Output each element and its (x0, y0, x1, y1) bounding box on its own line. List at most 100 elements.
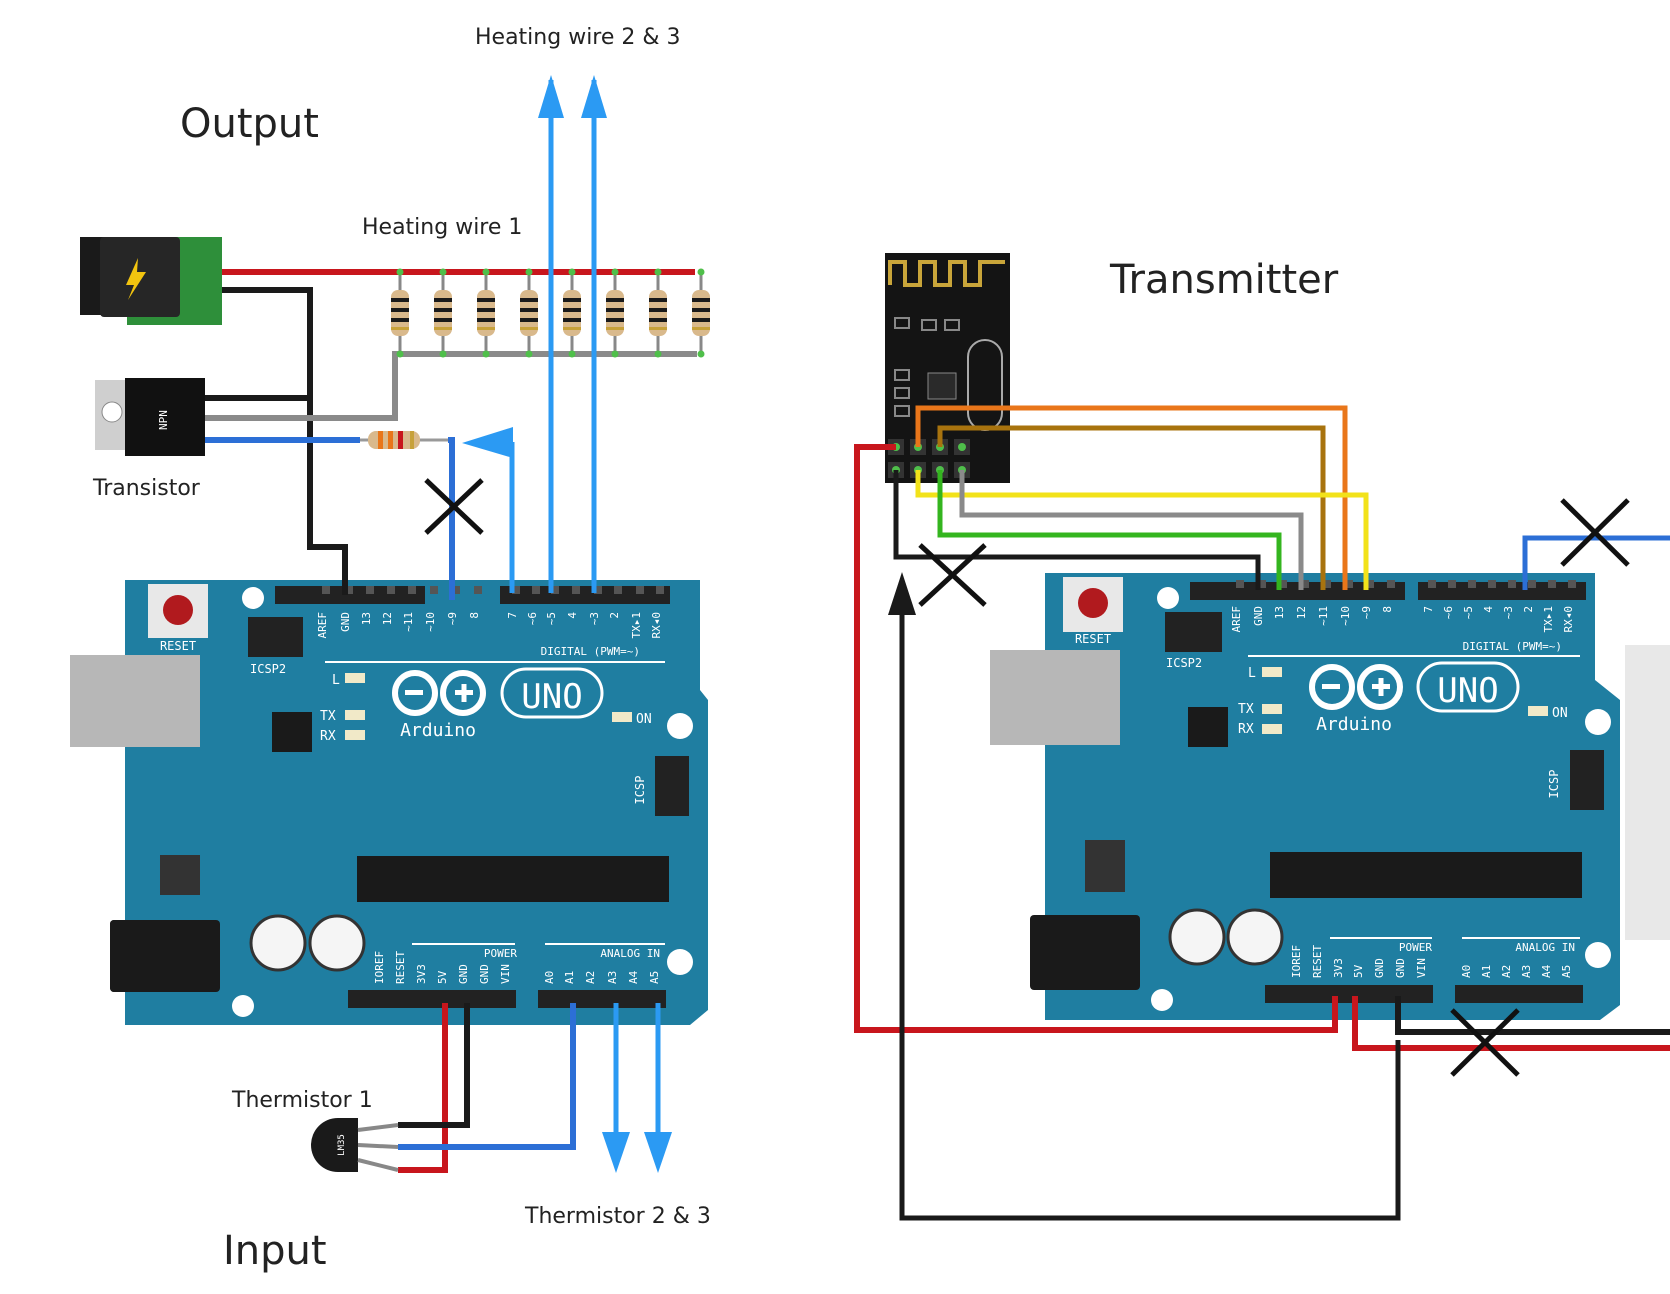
pin-label: GND (339, 612, 352, 632)
base-resistor (360, 431, 448, 449)
npn-transistor: NPN (95, 378, 205, 456)
heating-wire-1-resistors (391, 268, 710, 358)
pin-label: 2 (1522, 606, 1535, 613)
icsp-label: ICSP (633, 776, 647, 805)
power-header (1265, 985, 1433, 1003)
svg-text:ANALOG IN: ANALOG IN (1515, 941, 1575, 954)
svg-text:ICSP2: ICSP2 (1166, 656, 1202, 670)
pin-label: AREF (316, 612, 329, 639)
pin-label: A1 (563, 971, 576, 984)
pin-label: RESET (394, 951, 407, 984)
pin-label: 4 (1482, 606, 1495, 613)
svg-text:L: L (1248, 666, 1256, 681)
mount-hole (1585, 942, 1611, 968)
wire-brown (937, 425, 1326, 590)
pin-label: GND (1394, 958, 1407, 978)
pin-label: ~5 (1462, 606, 1475, 619)
icsp-header (1570, 750, 1604, 810)
digital-label: DIGITAL (PWM=~) (541, 645, 640, 658)
output-label: Output (180, 101, 319, 147)
digital-header-right (500, 586, 670, 604)
atmega-chip (1270, 852, 1582, 898)
pin-label: ~10 (424, 612, 437, 632)
pin-label: ~9 (446, 612, 459, 625)
pin-label: 5V (1352, 964, 1365, 978)
svg-text:UNO: UNO (521, 677, 582, 717)
thermistor-1: LM35 (311, 1118, 399, 1172)
pin-label: 12 (381, 612, 394, 625)
svg-text:POWER: POWER (1399, 941, 1432, 954)
pin-label: 8 (1381, 606, 1394, 613)
antenna-icon (888, 260, 1005, 287)
board-pcb (1045, 573, 1620, 1020)
wire-gray-collector (205, 351, 697, 421)
mount-hole (667, 949, 693, 975)
input-label: Input (223, 1228, 327, 1274)
capacitor (249, 914, 307, 972)
icsp2-header (1165, 612, 1222, 652)
pin-label: 5V (436, 970, 449, 984)
led-l-label: L (332, 673, 340, 688)
wire-green (937, 470, 1282, 590)
led-rx-label: RX (320, 729, 336, 744)
led-tx-label: TX (320, 709, 336, 724)
disconnect-x-icon (1450, 1008, 1520, 1077)
pin-label: A3 (1520, 965, 1533, 978)
pin-label: ~3 (1502, 606, 1515, 619)
pin-label: A0 (1460, 965, 1473, 978)
pin-label: ~6 (526, 612, 539, 625)
pin-label: GND (457, 964, 470, 984)
voltage-regulator (1085, 840, 1125, 892)
pin-label: ~11 (1317, 606, 1330, 626)
pin-label: 8 (468, 612, 481, 619)
svg-text:ICSP: ICSP (1547, 770, 1561, 799)
pin-label: ~5 (545, 612, 558, 625)
nrf24-transmitter-module (885, 253, 1010, 483)
icsp2-header (248, 617, 303, 657)
arduino-logo: UNO Arduino (1309, 661, 1520, 735)
svg-text:TX: TX (1238, 702, 1254, 717)
pin-label: 3V3 (415, 964, 428, 984)
digital-header-right (1418, 582, 1586, 600)
pin-label: IOREF (1290, 945, 1303, 978)
icsp-header (655, 756, 689, 816)
usb-port (990, 650, 1120, 745)
pin-label: RESET (1311, 945, 1324, 978)
pin-label: A2 (1500, 965, 1513, 978)
heating-wire-1-label: Heating wire 1 (362, 215, 522, 240)
transistor-marking: NPN (157, 410, 170, 430)
wire-blue-a0 (398, 1003, 576, 1150)
mount-hole (1151, 989, 1173, 1011)
thermistor-marking: LM35 (337, 1134, 347, 1156)
pin-label: A5 (648, 971, 661, 984)
mount-hole (1585, 709, 1611, 735)
pin-label: IOREF (373, 951, 386, 984)
lightning-icon (126, 258, 146, 300)
analog-header (1455, 985, 1583, 1003)
power-header (348, 990, 516, 1008)
arrow-black-return (899, 610, 1401, 1221)
pin-label: 13 (360, 612, 373, 625)
wire-red-5v-out (1352, 996, 1670, 1051)
wire-yellow (915, 470, 1369, 590)
pin-label: A1 (1480, 965, 1493, 978)
mount-hole (242, 587, 264, 609)
pin-label: TX▸1 (1542, 606, 1555, 633)
dc-power-jack (80, 237, 222, 325)
led-on-label: ON (636, 712, 652, 727)
pin-label: A3 (606, 971, 619, 984)
mount-hole (232, 995, 254, 1017)
pin-label: 12 (1295, 606, 1308, 619)
wire-blue-pin2 (1522, 535, 1670, 590)
pin-label: GND (1252, 606, 1265, 626)
mount-hole (667, 713, 693, 739)
pin-label: GND (1373, 958, 1386, 978)
transistor-label: Transistor (92, 476, 201, 501)
svg-text:UNO: UNO (1437, 671, 1498, 711)
